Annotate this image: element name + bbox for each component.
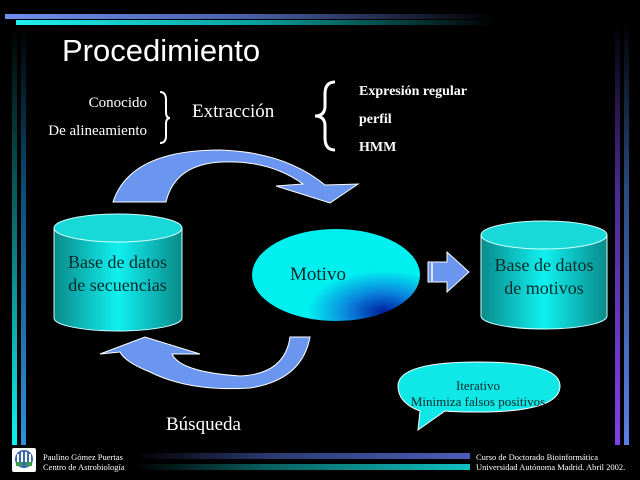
- motif-database-line: Base de datos: [494, 255, 594, 275]
- curved-arrow-icon: [112, 149, 360, 204]
- motif-label: Motivo: [290, 264, 346, 285]
- motif-database-line: de motivos: [504, 278, 584, 298]
- slide-title: Procedimiento: [62, 33, 261, 68]
- method-label: Expresión regular: [359, 84, 467, 99]
- source-label: Conocido: [88, 95, 147, 111]
- extraction-label: Extracción: [192, 101, 275, 122]
- author-name: Paulino Gómez Puertas: [43, 452, 123, 462]
- callout-line: Minimiza falsos positivos: [410, 394, 546, 409]
- left-accent-bar-2: [21, 25, 26, 445]
- search-label: Búsqueda: [166, 414, 241, 435]
- method-label: HMM: [359, 140, 397, 155]
- motif-database-cylinder: [480, 220, 608, 330]
- top-accent-bar-2: [16, 20, 496, 25]
- source-label: De alineamiento: [48, 123, 147, 139]
- footer-course: Curso de Doctorado Bioinformática Univer…: [476, 452, 625, 472]
- block-arrow-icon: [427, 250, 470, 294]
- course-venue-date: Universidad Autónoma Madrid. Abril 2002.: [476, 462, 626, 472]
- motif-ellipse: [252, 229, 420, 321]
- sequence-database-line: Base de datos: [68, 252, 167, 272]
- method-label: perfil: [359, 112, 392, 127]
- sequence-database-cylinder: [53, 213, 183, 332]
- bottom-accent-bar: [135, 453, 470, 459]
- top-accent-bar: [5, 14, 495, 19]
- curly-brace-icon: [159, 91, 171, 144]
- callout-line: Iterativo: [455, 378, 501, 393]
- right-accent-bar-2: [624, 20, 629, 445]
- left-accent-bar: [12, 25, 17, 445]
- curved-arrow-icon: [99, 336, 311, 390]
- callout-bubble: [397, 361, 561, 432]
- footer-author: Paulino Gómez Puertas Centro de Astrobio…: [43, 452, 125, 472]
- right-accent-bar: [615, 20, 620, 445]
- curly-brace-icon: [314, 80, 336, 152]
- author-institution: Centro de Astrobiología: [43, 462, 125, 472]
- course-name: Curso de Doctorado Bioinformática: [476, 452, 599, 462]
- bottom-accent-bar-2: [135, 464, 470, 470]
- sequence-database-line: de secuencias: [68, 275, 167, 295]
- institution-logo-icon: [12, 448, 36, 472]
- sequence-database-label: Base de datos de secuencias: [50, 251, 185, 297]
- motif-database-label: Base de datos de motivos: [480, 254, 608, 300]
- callout-text: Iterativo Minimiza falsos positivos: [398, 378, 558, 410]
